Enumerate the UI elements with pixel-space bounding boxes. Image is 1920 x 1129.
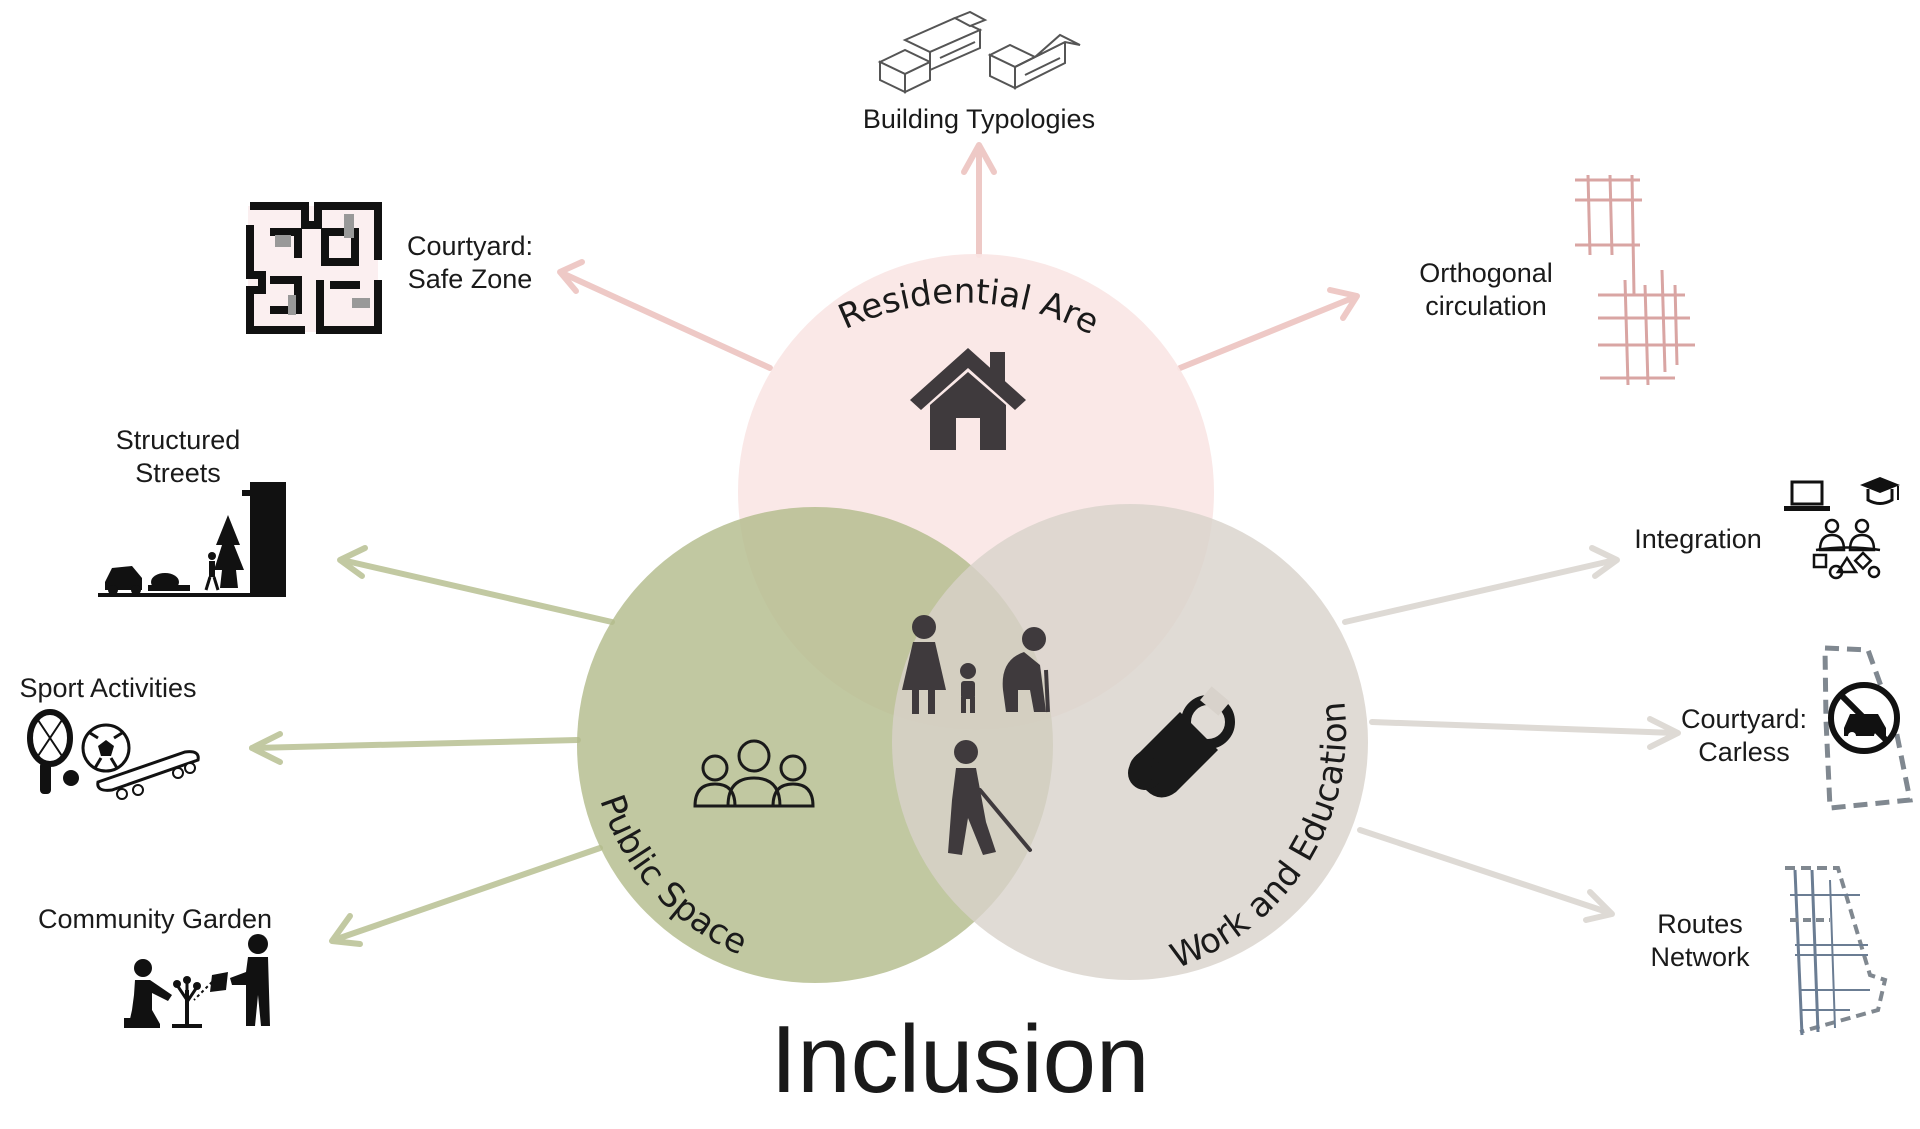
arrow-routes: [1357, 827, 1615, 923]
arrows: [249, 142, 1681, 947]
plug-wrench-icon: [1128, 686, 1235, 798]
courtyard-carless-icon: [1822, 645, 1913, 811]
house-icon: [910, 348, 1026, 450]
integration-icon: [1784, 477, 1900, 580]
label-structured-streets-1: Structured: [116, 425, 241, 455]
street-section-icon: [98, 482, 286, 597]
label-community-garden: Community Garden: [38, 904, 272, 934]
label-courtyard-carless-2: Carless: [1698, 737, 1790, 767]
arrow-courtyard-carless: [1369, 716, 1681, 750]
diagram-title: Inclusion: [771, 1006, 1150, 1113]
arrow-sport: [249, 731, 581, 765]
people-group-icon: [693, 739, 815, 808]
label-courtyard-carless-1: Courtyard:: [1681, 704, 1807, 734]
label-routes-2: Network: [1650, 942, 1750, 972]
routes-network-icon: [1785, 866, 1888, 1036]
label-courtyard-safe-2: Safe Zone: [408, 264, 533, 294]
arrow-courtyard-safe: [557, 259, 773, 371]
label-routes-1: Routes: [1657, 909, 1743, 939]
arrow-garden: [329, 845, 603, 947]
circle-work-education: [892, 504, 1368, 980]
blind-person-icon: [948, 740, 1032, 855]
label-orthogonal-1: Orthogonal: [1419, 258, 1553, 288]
arrow-structured-streets: [337, 545, 615, 625]
label-sport-activities: Sport Activities: [19, 673, 196, 703]
label-structured-streets-2: Streets: [135, 458, 221, 488]
orthogonal-grid-icon: [1575, 174, 1695, 386]
arrow-building-typologies: [961, 142, 997, 258]
sport-equipment-icon: [27, 709, 200, 800]
building-typologies-icon: [877, 10, 1081, 94]
courtyard-floorplan-icon: [246, 202, 382, 334]
gardening-people-icon: [124, 934, 270, 1028]
label-orthogonal-2: circulation: [1425, 291, 1547, 321]
label-integration: Integration: [1634, 524, 1762, 554]
label-courtyard-safe-1: Courtyard:: [407, 231, 533, 261]
label-building-typologies: Building Typologies: [863, 104, 1095, 134]
family-elderly-icon: [902, 615, 1050, 714]
arrow-integration: [1342, 545, 1620, 625]
arrow-orthogonal: [1177, 287, 1360, 371]
